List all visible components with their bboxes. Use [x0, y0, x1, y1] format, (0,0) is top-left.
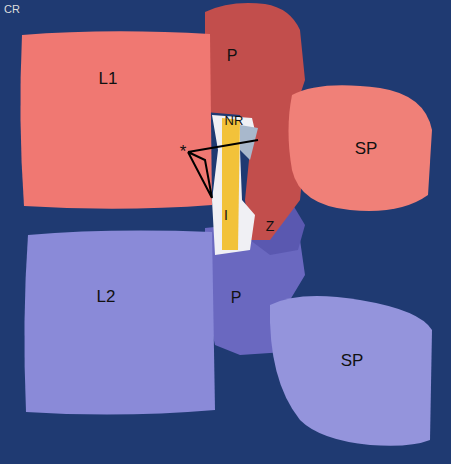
part-label: P: [227, 48, 238, 64]
l1-vertebral-body: [20, 31, 212, 209]
part-label: I: [224, 208, 228, 222]
part-label: SP: [355, 140, 378, 157]
l2-vertebral-body: [24, 231, 215, 415]
part-label: NR: [225, 114, 244, 127]
part-label: P: [231, 290, 242, 306]
nerve-root: [222, 118, 240, 250]
part-label: SP: [341, 352, 364, 369]
part-label: Z: [266, 219, 275, 233]
measurement-line: [188, 140, 258, 198]
point-marker: *: [180, 143, 187, 160]
l1-spinous-process: [289, 85, 433, 211]
view-label: CR: [4, 4, 20, 15]
vertebra-label: L2: [97, 288, 116, 305]
vertebra-label: L1: [99, 70, 118, 87]
l2-spinous-process: [270, 296, 432, 446]
